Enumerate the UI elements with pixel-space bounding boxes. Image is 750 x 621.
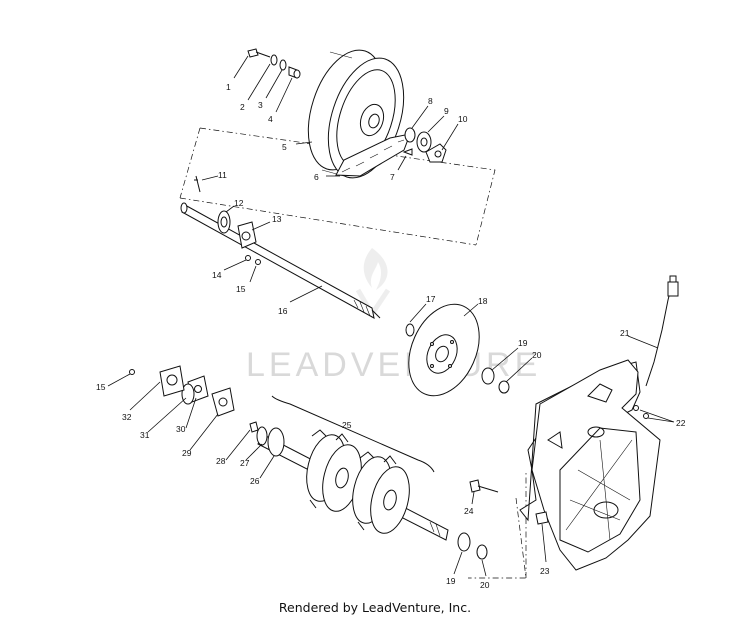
bolt-part-23 [535,511,549,525]
cable-part-21 [645,275,679,387]
callout-27: 27 [240,458,250,468]
screw-part-7 [402,148,413,156]
callout-12: 12 [234,198,244,208]
callout-5: 5 [282,142,287,152]
housing-part-frame [519,359,661,571]
washer-part-9 [416,131,432,153]
callout-28: 28 [216,456,226,466]
footer-credit: Rendered by LeadVenture, Inc. [278,600,472,615]
callout-15: 15 [236,284,246,294]
nut-part-15 [255,259,261,265]
callout-14: 14 [212,270,222,280]
bolt-part-1 [247,48,271,58]
bolt-part-24 [469,479,499,493]
ring-part-20-lower [476,544,488,560]
callout-2: 2 [240,102,245,112]
ring-part-20-upper [498,380,510,394]
pulley-group [247,48,447,179]
washer-part-3 [279,59,287,71]
callout-22: 22 [676,418,686,428]
flange-part-32 [159,365,185,397]
callout-11: 11 [218,170,227,180]
callout-30: 30 [176,424,186,434]
callout-labels: 1 2 3 4 5 6 7 8 9 10 11 12 13 14 15 16 1… [96,82,686,590]
pin-part-11 [194,175,201,193]
plate-part-29 [211,387,235,417]
watermark-text: LEADVENTURE [246,346,541,384]
bracket-part-10 [425,143,447,163]
callout-23: 23 [540,566,550,576]
washer-part-14 [245,255,251,261]
bearing-part-19-upper [481,367,495,385]
washer-part-2 [270,54,278,66]
callout-20: 20 [532,350,542,360]
callout-15-lower: 15 [96,382,106,392]
callout-13: 13 [272,214,282,224]
fitting-part-28 [249,421,259,433]
callout-25: 25 [342,420,352,430]
callout-18: 18 [478,296,488,306]
shaft-part-16 [180,202,381,319]
callout-4: 4 [268,114,273,124]
callout-7: 7 [390,172,395,182]
flange-part-13 [237,221,257,249]
assembly-outline-upper [179,127,496,246]
bearing-part-19-lower [457,532,471,552]
assembly-outline-lower [468,470,527,579]
clip-part-22 [633,405,649,419]
callout-29: 29 [182,448,192,458]
callout-32: 32 [122,412,132,422]
callout-19-lower: 19 [446,576,456,586]
spacer-part-8 [404,127,416,143]
callout-1: 1 [226,82,231,92]
snap-ring-part-17 [405,323,415,337]
callout-6: 6 [314,172,319,182]
callout-21: 21 [620,328,630,338]
callout-10: 10 [458,114,468,124]
callout-16: 16 [278,306,288,316]
callout-9: 9 [444,106,449,116]
brake-disc-part-18 [408,303,480,397]
bushing-part-4 [288,66,301,79]
bracket-part-25 [271,395,435,473]
callout-24: 24 [464,506,474,516]
callout-3: 3 [258,100,263,110]
drive-sprocket-left [306,429,362,512]
callout-19: 19 [518,338,528,348]
callout-26: 26 [250,476,260,486]
callout-17: 17 [426,294,436,304]
leader-lines [107,55,675,577]
drive-sprocket-right [352,451,410,534]
callout-20-lower: 20 [480,580,490,590]
bearing-part-12 [217,210,231,234]
nut-part-15-lower [129,369,135,375]
callout-8: 8 [428,96,433,106]
seal-part-27 [256,426,268,446]
callout-31: 31 [140,430,150,440]
